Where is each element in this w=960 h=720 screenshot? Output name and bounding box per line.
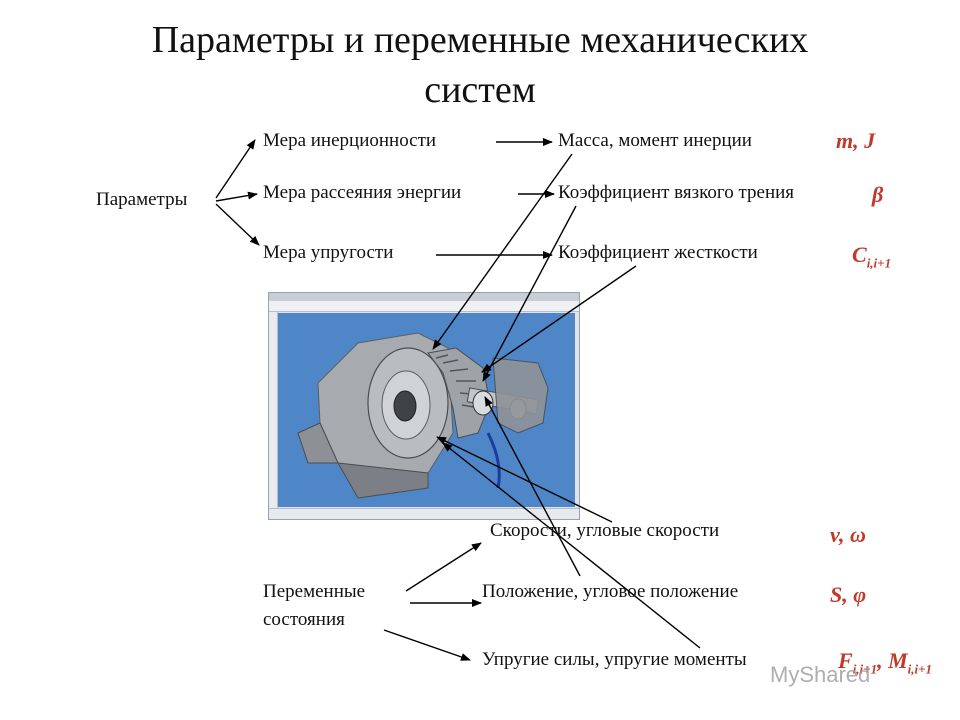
cad-toolbar: [269, 301, 579, 312]
state-force-label: Упругие силы, упругие моменты: [482, 649, 747, 670]
cad-menubar: [269, 293, 579, 301]
arrow-state-velocity: [405, 542, 482, 592]
measure-inertia-label: Мера инерционности: [263, 130, 437, 151]
symbol-stiffness: Ci,i+1: [852, 242, 891, 271]
page-title-line2: систем: [424, 69, 536, 111]
symbol-stiffness-main: C: [852, 242, 867, 267]
arrow-stiffness-to-shaft: [481, 265, 637, 373]
cad-statusbar: [269, 508, 579, 519]
symbol-separator: ,: [877, 648, 883, 673]
symbol-stiffness-sub: i,i+1: [866, 255, 892, 271]
page-title: Параметры и переменные механических: [151, 19, 809, 61]
symbol-moment-sub: i,i+1: [907, 661, 933, 677]
symbol-friction: β: [872, 182, 884, 207]
symbol-force-moment: Fi,i+1, Mi,i+1: [838, 648, 932, 677]
state-root-label-line1: Переменные: [263, 581, 366, 602]
measure-elasticity-label: Мера упругости: [263, 242, 394, 263]
symbol-force-sub: i,i+1: [852, 661, 878, 677]
state-position-label: Положение, угловое положение: [482, 581, 739, 602]
cad-left-toolbar: [269, 312, 278, 509]
measure-dissipation-label: Мера рассеяния энергии: [263, 182, 462, 203]
symbol-position: S, φ: [830, 582, 867, 607]
quantity-friction-label: Коэффициент вязкого трения: [558, 182, 795, 203]
quantity-mass-label: Масса, момент инерции: [558, 130, 752, 151]
arrow-velocity-to-model: [436, 436, 613, 523]
symbol-mass: m, J: [836, 128, 876, 153]
arrow-friction-to-bearing: [482, 205, 577, 382]
parameters-root-label: Параметры: [96, 189, 188, 210]
arrow-params-elasticity: [215, 203, 260, 246]
arrow-force-to-model: [442, 442, 701, 649]
symbol-velocity: v, ω: [830, 522, 866, 547]
cad-screenshot: [268, 292, 580, 520]
symbol-moment-main: M: [888, 648, 908, 673]
arrow-params-dissipation: [215, 191, 258, 202]
arrow-position-to-model: [484, 396, 581, 577]
state-velocity-label: Скорости, угловые скорости: [490, 520, 720, 541]
quantity-stiffness-label: Коэффициент жесткости: [558, 242, 758, 263]
symbol-force-main: F: [838, 648, 853, 673]
arrow-state-force: [383, 629, 471, 661]
arrow-params-inertia: [215, 139, 256, 199]
arrow-mass-to-wheel: [432, 153, 573, 350]
watermark: MyShared: [770, 662, 871, 687]
state-root-label-line2: состояния: [263, 609, 345, 630]
gearbox-model-icon: [297, 332, 549, 499]
